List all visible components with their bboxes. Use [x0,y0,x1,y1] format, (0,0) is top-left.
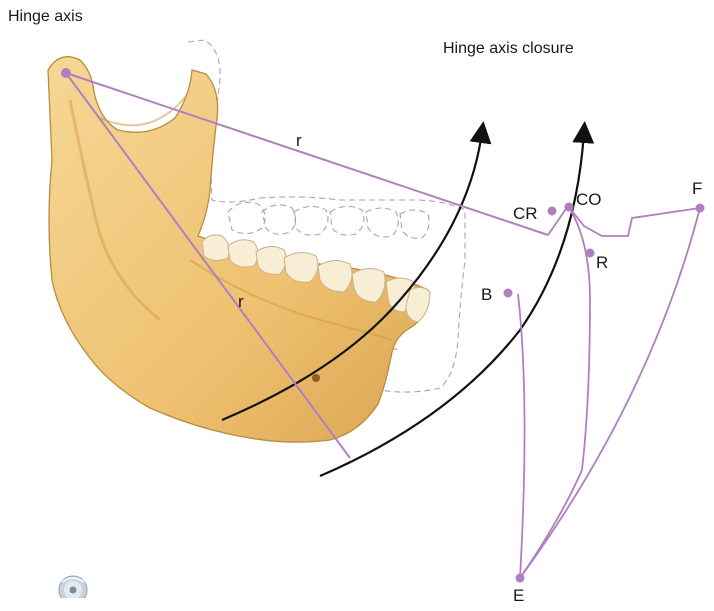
label-cr: CR [513,204,538,223]
label-f: F [692,179,702,198]
point-f [696,204,705,213]
envelope-of-motion [518,206,700,578]
hinge-axis-title: Hinge axis [8,8,83,26]
label-e: E [513,586,524,605]
cd-disc-icon [59,576,87,606]
point-b [504,289,513,298]
hinge-axis-closure-title: Hinge axis closure [443,40,574,58]
point-co [565,203,574,212]
label-r-point: R [596,253,608,272]
hinge-axis-point [61,68,71,78]
label-r-lower: r [238,292,244,311]
point-cr [548,207,557,216]
point-e [516,574,525,583]
label-b: B [481,285,492,304]
label-co: CO [576,190,602,209]
point-r [586,249,595,258]
label-r-upper: r [296,131,302,150]
